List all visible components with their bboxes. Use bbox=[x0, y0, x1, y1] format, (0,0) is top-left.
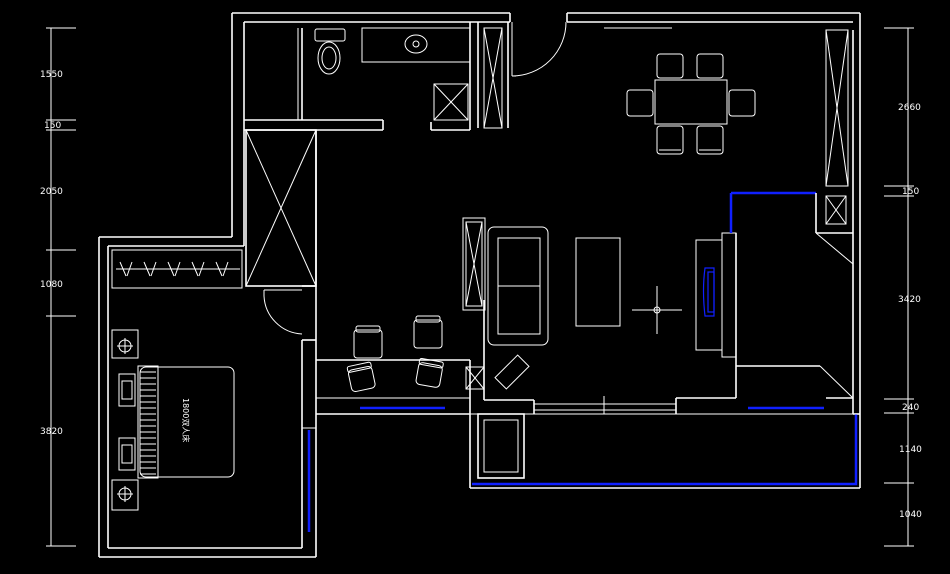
bed-label: 1800双人床 bbox=[181, 398, 191, 442]
closet-corridor bbox=[245, 129, 317, 340]
balcony bbox=[470, 366, 860, 486]
dim-left-2: 150 bbox=[44, 121, 61, 131]
bathroom-area bbox=[244, 22, 509, 131]
dim-right-6: 1040 bbox=[899, 510, 922, 520]
dim-right-5: 1140 bbox=[899, 445, 922, 455]
dim-left-5: 3820 bbox=[40, 427, 63, 437]
bedroom: 1800双人床 bbox=[111, 249, 316, 532]
dining-set bbox=[626, 53, 756, 155]
dim-left-1: 1550 bbox=[40, 70, 63, 80]
left-dimension-chain: 1550 150 2050 1080 3820 bbox=[40, 27, 76, 547]
right-dimension-chain: 2660 150 3420 240 1140 1040 bbox=[884, 27, 922, 547]
tv-icon bbox=[702, 267, 715, 317]
dim-right-1: 2660 bbox=[898, 103, 921, 113]
dim-right-2: 150 bbox=[902, 187, 919, 197]
dim-right-3: 3420 bbox=[898, 295, 921, 305]
center-crosshair bbox=[632, 286, 682, 334]
dim-left-4: 1080 bbox=[40, 280, 63, 290]
dim-right-4: 240 bbox=[902, 403, 919, 413]
study bbox=[316, 315, 485, 414]
dim-left-3: 2050 bbox=[40, 187, 63, 197]
hangers bbox=[119, 261, 229, 277]
outer-walls bbox=[98, 12, 861, 558]
living-room bbox=[462, 27, 854, 400]
entrance-door bbox=[511, 21, 567, 77]
bed-headboard-hatch bbox=[140, 371, 156, 475]
